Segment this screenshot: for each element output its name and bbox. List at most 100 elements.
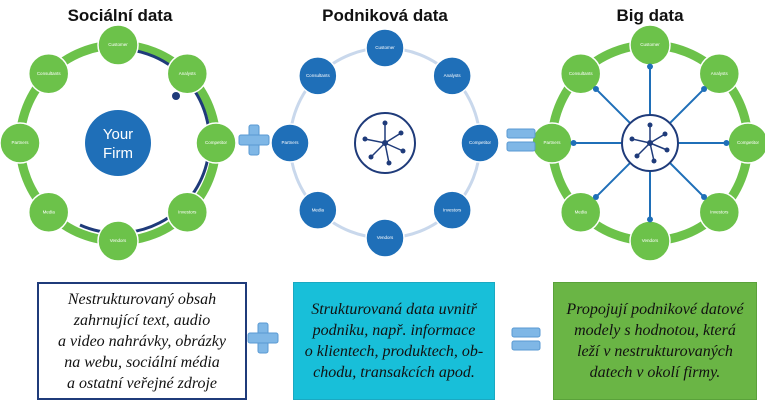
heading-big-data: Big data [616,6,684,25]
heading-social-data: Sociální data [67,6,173,25]
connection-dot [701,194,708,201]
hub-spoke [384,132,402,144]
stakeholder-label: Investors [443,207,462,212]
stakeholder-label: Analysts [179,71,197,76]
hub-dot [382,140,388,146]
your-firm-label: Your [103,126,133,143]
big-line: leží v nestrukturovaných [577,343,733,360]
stakeholder-label: Analysts [711,71,729,76]
hub-spoke [364,138,386,144]
big-line: modely s hodnotou, která [574,322,736,339]
hub-dot [634,153,640,159]
arc-endpoint [172,92,180,100]
stakeholder-node [166,191,209,234]
hub-spoke [370,142,386,158]
equals-icon [506,128,536,152]
stakeholder-node [365,28,405,68]
social-line: a ostatní veřejné zdroje [66,374,218,392]
business-line: podniku, např. informace [312,322,476,339]
connection-dot [570,140,577,146]
big-line: Propojují podnikové datové [566,301,744,318]
stakeholder-label: Investors [178,209,197,214]
stakeholder-node [97,24,139,66]
stakeholder-node [698,191,741,234]
social-line: a video nahrávky, obrázky [58,332,226,350]
hub-spoke [649,142,668,151]
hub-dot [662,131,668,137]
plus-icon [238,124,270,156]
stakeholder-label: Partners [543,140,561,145]
stakeholder-label: Media [43,209,56,214]
social-line: Nestrukturovaný obsah [67,290,217,308]
hub-dot [651,158,657,164]
connection-dot [701,85,708,92]
stakeholder-node [27,191,70,234]
stakeholder-label: Investors [710,209,729,214]
hub-dot [664,147,670,153]
stakeholder-label: Vendors [110,238,127,243]
connection-dot [592,194,599,201]
big-line: datech v okolí firmy. [589,364,721,381]
connection-dot [592,85,599,92]
business-line: o klientech, produktech, ob- [304,343,484,360]
stakeholder-node [195,122,237,164]
stakeholder-label: Consultants [306,73,331,78]
heading-business-data: Podniková data [322,6,448,25]
stakeholder-node [298,190,338,230]
social-data-description: Nestrukturovaný obsah zahrnující text, a… [37,282,247,400]
stakeholder-label: Competitor [469,140,492,145]
stakeholder-node [97,220,139,262]
stakeholder-node [365,218,405,258]
plus-icon [247,322,279,354]
stakeholder-node [166,52,209,95]
hub-dot [386,160,392,166]
hub-dot [362,136,368,142]
hub-dot [400,148,406,154]
stakeholder-label: Analysts [444,73,462,78]
stakeholder-label: Vendors [377,235,394,240]
business-line: chodu, transakcích apod. [313,364,475,381]
stakeholder-label: Customer [375,45,395,50]
hub-spoke [636,142,651,157]
stakeholder-label: Competitor [205,140,228,145]
stakeholder-node [270,123,310,163]
hub-spoke [384,142,404,152]
stakeholder-label: Customer [108,42,128,47]
connection-dot [647,63,653,70]
stakeholder-node [0,122,41,164]
stakeholder-node [460,123,500,163]
stakeholder-label: Competitor [737,140,760,145]
hub-spoke [384,142,390,164]
stakeholder-node [559,52,602,95]
stakeholder-node [27,52,70,95]
hub-dot [398,130,404,136]
stakeholder-node [432,190,472,230]
hub-dot [382,120,388,126]
hub-dot [368,154,374,160]
big-data-description: Propojují podnikové datové modely s hodn… [553,282,757,400]
stakeholder-node [298,56,338,96]
stakeholder-label: Consultants [37,71,62,76]
stakeholder-label: Partners [281,140,299,145]
hub-dot [629,136,635,142]
your-firm-label: Firm [103,145,133,162]
social-line: na webu, sociální média [64,353,220,371]
hub-dot [647,140,653,146]
hub-dot [647,122,653,128]
stakeholder-node [698,52,741,95]
stakeholder-label: Media [312,207,325,212]
hub-spoke [649,142,655,162]
your-firm-node [85,110,151,176]
business-line: Strukturovaná data uvnitř [311,301,477,318]
equals-icon [511,327,541,351]
stakeholder-label: Media [575,209,588,214]
stakeholder-node [432,56,472,96]
stakeholder-label: Partners [11,140,29,145]
stakeholder-label: Customer [640,42,660,47]
connection-dot [647,216,653,223]
hub-spoke [631,138,651,144]
business-data-description: Strukturovaná data uvnitř podniku, např.… [293,282,495,400]
social-line: zahrnující text, audio [73,311,211,329]
